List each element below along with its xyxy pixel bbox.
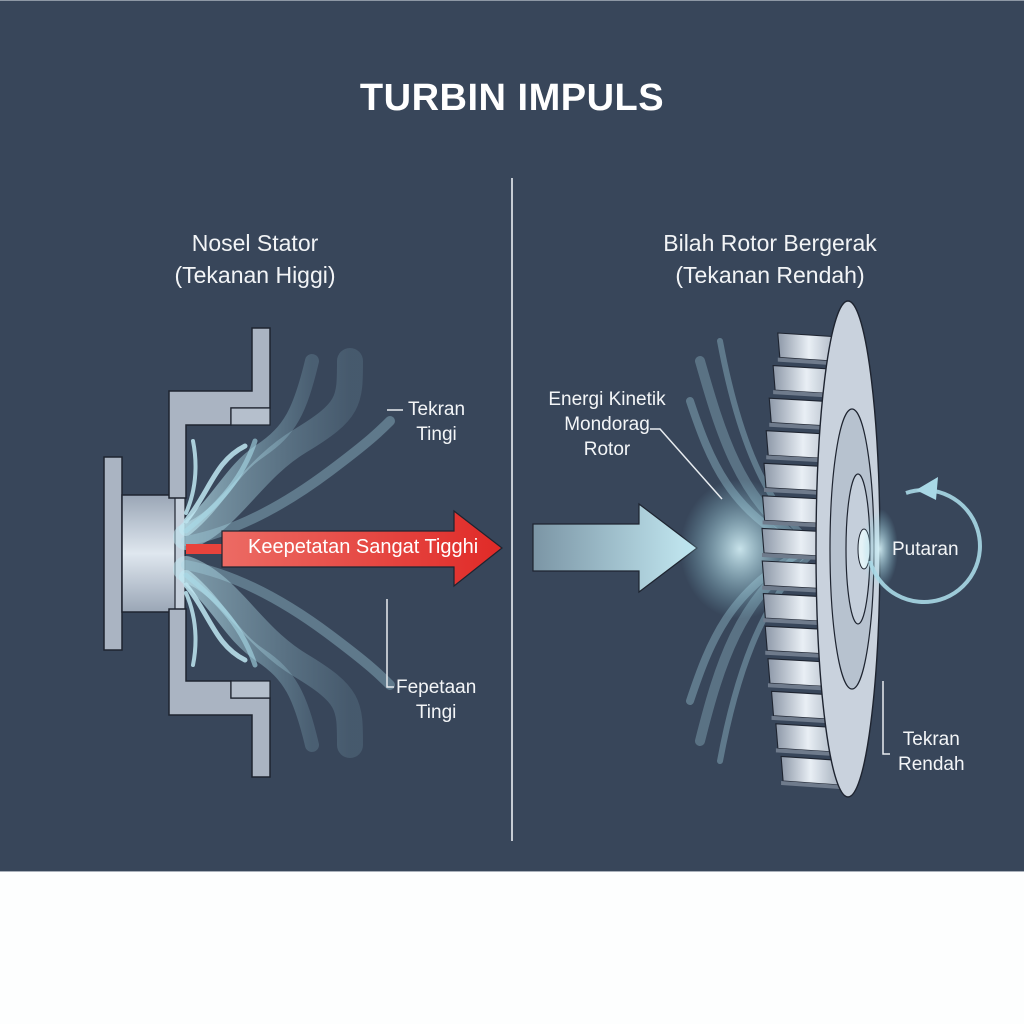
casing-bottom-lip bbox=[230, 680, 271, 699]
section-divider bbox=[511, 178, 513, 841]
label-tekran-tingi: Tekran Tingi bbox=[408, 397, 465, 447]
incoming-flow-arrow bbox=[532, 502, 698, 594]
right-heading: Bilah Rotor Bergerak (Tekanan Rendah) bbox=[610, 227, 930, 291]
diagram-art bbox=[103, 300, 982, 798]
right-heading-line2: (Tekanan Rendah) bbox=[675, 262, 865, 288]
left-heading: Nosel Stator (Tekanan Higgi) bbox=[130, 227, 380, 291]
nozzle-face bbox=[174, 490, 186, 616]
velocity-arrow bbox=[186, 509, 503, 588]
rotation-arrow-icon bbox=[868, 477, 982, 605]
label-line: Tingi bbox=[415, 702, 457, 723]
right-heading-line1: Bilah Rotor Bergerak bbox=[663, 230, 877, 256]
label-energi-kinetik: Energi Kinetik Mondorag Rotor bbox=[536, 387, 678, 462]
rotor-blade-edge bbox=[771, 715, 840, 724]
label-line: Rotor bbox=[583, 439, 631, 460]
leader-line-energi-kinetik bbox=[650, 428, 723, 500]
label-line: Rendah bbox=[898, 754, 965, 775]
label-line: Energi Kinetik bbox=[548, 389, 666, 410]
leader-line-fepetaan-tingi bbox=[386, 599, 394, 688]
flow-streams-left-bottom bbox=[173, 556, 395, 758]
velocity-arrow-label: Keepetatan Sangat Tigghi bbox=[248, 536, 479, 558]
rotor-blade-edge bbox=[781, 781, 840, 789]
label-line: Fepetaan bbox=[396, 677, 477, 698]
stator-nozzle bbox=[103, 327, 271, 778]
rotor-blade-edge bbox=[775, 748, 840, 757]
diagram-title: TURBIN IMPULS bbox=[359, 77, 665, 119]
blank-footer bbox=[0, 872, 1024, 1024]
flow-streams-left-top bbox=[173, 348, 395, 550]
label-fepetaan-tingi: Fepetaan Tingi bbox=[396, 675, 476, 725]
diagram-panel: TURBIN IMPULS Nosel Stator (Tekanan Higg… bbox=[0, 0, 1024, 872]
left-heading-line2: (Tekanan Higgi) bbox=[174, 262, 336, 288]
label-line: Tekran bbox=[408, 399, 466, 420]
label-putaran: Putaran bbox=[892, 539, 959, 560]
label-tekran-rendah: Tekran Rendah bbox=[898, 727, 965, 777]
casing-top-lip bbox=[230, 407, 271, 426]
label-line: Tekran bbox=[902, 729, 960, 750]
label-line: Tingi bbox=[416, 424, 457, 445]
nozzle-hub bbox=[121, 494, 178, 613]
leader-line-tekran-rendah bbox=[882, 681, 890, 755]
nozzle-flange bbox=[103, 456, 123, 651]
label-line: Mondorag bbox=[564, 414, 650, 435]
rotor-blade-edge bbox=[777, 357, 840, 366]
left-heading-line1: Nosel Stator bbox=[191, 230, 319, 256]
